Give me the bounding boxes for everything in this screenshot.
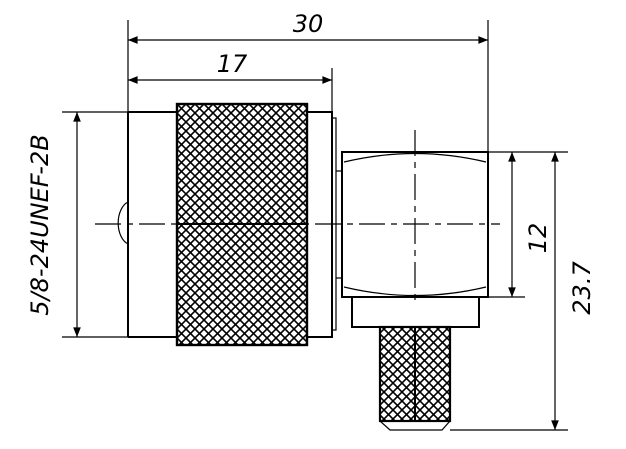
dim-head-height: 12 — [524, 223, 552, 254]
dim-thread: 5/8-24UNEF-2B — [26, 134, 54, 315]
dimension-lines — [73, 36, 559, 430]
extension-lines — [62, 20, 568, 431]
dim-overall-length: 30 — [293, 10, 324, 38]
connector-body — [117, 102, 489, 431]
dim-body-length: 17 — [217, 50, 248, 78]
collar — [351, 296, 480, 328]
dim-total-height: 23.7 — [568, 261, 596, 315]
center-lines — [95, 130, 500, 300]
pin-bump — [117, 201, 129, 245]
